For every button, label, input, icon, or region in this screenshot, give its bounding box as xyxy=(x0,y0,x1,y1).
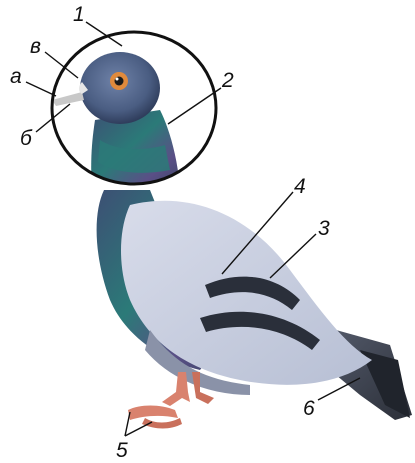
label-2: 2 xyxy=(222,70,234,91)
label-3: 3 xyxy=(318,218,330,239)
label-b: б xyxy=(20,128,32,149)
label-5: 5 xyxy=(116,440,128,461)
pigeon-foot xyxy=(128,406,178,421)
leader-5b xyxy=(125,422,152,436)
label-1: 1 xyxy=(73,4,85,25)
pigeon-body-figure xyxy=(97,190,412,429)
label-a: а xyxy=(10,66,22,87)
leader-a xyxy=(26,82,56,96)
label-v: в xyxy=(30,36,41,57)
leader-5a xyxy=(125,412,130,436)
pigeon-leg xyxy=(162,372,190,406)
label-4: 4 xyxy=(294,176,306,197)
head-inset xyxy=(52,32,216,190)
label-6: 6 xyxy=(303,398,315,419)
